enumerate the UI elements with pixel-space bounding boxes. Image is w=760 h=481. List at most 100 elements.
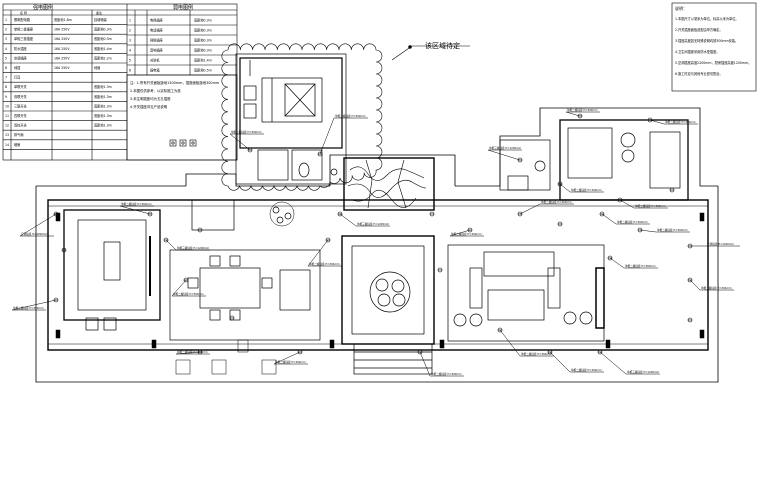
legend-left-note: 底距地1.4m — [94, 46, 112, 51]
legend-left-name: 四联开关 — [14, 113, 28, 118]
leader-label: 单相二极插座 H=300mm — [451, 232, 482, 236]
legend-right-note: 底距地0.3m — [194, 38, 212, 43]
legend-note-line: 3.未注明插座均为五孔插座 — [130, 96, 171, 101]
legend-left-num: 5 — [5, 56, 7, 60]
pending-area-cloud — [221, 43, 383, 191]
legend-col-header-note: 备注 — [96, 10, 102, 15]
general-note-line: 5.空调插座高度2200mm，厨房插座高度1200mm。 — [675, 60, 751, 65]
legend-left-name: 单相三极插座 — [14, 36, 34, 41]
legend-left-spec: 16A 250V — [54, 66, 70, 70]
legend-left-num: 12 — [5, 124, 9, 128]
legend-left-note: 底距地2.2m — [94, 55, 112, 60]
legend-table — [2, 3, 238, 161]
legend-right-name: 电话插座 — [150, 28, 164, 33]
leader-label: 单相二极插座 H=300mm — [635, 204, 666, 208]
callout-leader — [391, 45, 470, 61]
legend-right-note: 底距地1.4m — [194, 58, 212, 63]
legend-left-num: 14 — [5, 143, 9, 147]
wall-details — [48, 205, 708, 375]
leader-line — [165, 239, 177, 251]
general-notes-title: 说明： — [675, 5, 687, 11]
leader-label: 单相二极插座 H=300mm — [13, 306, 44, 310]
legend-left-name: 单相二极插座 — [14, 27, 34, 32]
right-wing — [447, 119, 689, 342]
legend-notes: 注：1.所有开关面板距地1300mm，插座面板距地300mm2.本图仅供参考，以… — [130, 80, 220, 109]
general-note-line: 3.插座高度如无特殊说明均按300mm安装。 — [675, 38, 738, 43]
leader-label: 单相三极插座 H=1200mm — [357, 222, 390, 226]
legend-left-note: 底距地1.3m — [94, 103, 112, 108]
legend-left-num: 3 — [5, 37, 7, 41]
legend-left-num: 8 — [5, 85, 7, 89]
legend-left-num: 11 — [5, 114, 9, 118]
annotation-leaders — [11, 111, 740, 377]
leader-label: 单相二极插座 H=300mm — [177, 350, 208, 354]
leader-label: 单相二极插座 H=300mm — [617, 220, 648, 224]
leader-line — [171, 279, 187, 297]
leader-label: 单相二极插座 H=300mm — [275, 360, 306, 364]
legend-symbol-icons — [169, 139, 197, 147]
leader-label: 单相二极插座 H=300mm — [625, 264, 656, 268]
legend-left-name: 地插 — [14, 65, 21, 70]
legend-right-num: 5 — [129, 59, 131, 63]
legend-left-spec: 16A 250V — [54, 56, 70, 60]
leader-line — [601, 213, 617, 225]
leader-label: 单相二极插座 H=300mm — [657, 228, 688, 232]
general-notes-box — [671, 2, 757, 92]
leader-line — [419, 351, 431, 377]
leader-label: 单相三极插座 H=1200mm — [627, 370, 660, 374]
leader-label: 单相二极插座 H=300mm — [665, 120, 696, 124]
callout-label: 该区域待定 — [425, 41, 460, 50]
legend-left-name: 防水插座 — [14, 46, 28, 51]
legend-right-name: 网络插座 — [150, 38, 164, 43]
leader-line — [639, 229, 657, 233]
legend-left-num: 7 — [5, 76, 7, 80]
legend-left-num: 13 — [5, 133, 9, 137]
legend-left-note: 底距地1.3m — [94, 113, 112, 118]
legend-left-spec: 16A 250V — [54, 47, 70, 51]
leader-line — [273, 351, 301, 365]
legend-left-title: 强电图例 — [33, 4, 53, 11]
legend-left-note: 底距地1.3m — [94, 84, 112, 89]
legend-right-num: 2 — [129, 29, 131, 33]
leader-label: 单相二极插座 H=300mm — [431, 372, 462, 376]
leader-line — [565, 111, 581, 117]
leader-line — [519, 203, 541, 215]
legend-note-line: 2.本图仅供参考，以实际施工为准 — [130, 88, 181, 93]
leader-line — [229, 133, 251, 151]
legend-left-num: 1 — [5, 18, 7, 22]
legend-left-spec: 16A 250V — [54, 28, 70, 32]
legend-left-note: 底距地1.3m — [94, 123, 112, 128]
legend-left-name: 空调插座 — [14, 55, 28, 60]
leader-line — [549, 351, 571, 373]
legend-left-num: 9 — [5, 95, 7, 99]
legend-note-line: 4.开关插座详见产品说明 — [130, 104, 168, 109]
legend-right-note: 底距地0.3m — [194, 48, 212, 53]
legend-left-note: 底距地0.3m — [94, 27, 112, 32]
leader-label: 单相二极插座 H=300mm — [521, 352, 552, 356]
leader-line — [649, 119, 665, 125]
legend-right-note: 底距地0.5m — [194, 68, 212, 73]
leader-line — [559, 183, 571, 193]
leader-line — [11, 299, 57, 311]
leader-line — [609, 257, 625, 269]
legend-right-name: 音响插座 — [150, 48, 164, 53]
leader-label: 单相二极插座 H=300mm — [701, 286, 732, 290]
leader-line — [307, 239, 329, 267]
legend-left-note: 底距地1.3m — [94, 94, 112, 99]
leader-label: 空调插座 H=2200mm — [707, 242, 734, 246]
leader-line — [449, 229, 471, 237]
leader-line — [19, 213, 57, 237]
legend-right-num: 1 — [129, 19, 131, 23]
legend-right-name: 电视插座 — [150, 18, 164, 23]
legend-left-num: 4 — [5, 47, 7, 51]
leader-line — [339, 213, 357, 227]
general-note-line: 4.卫生间插座采用防水型插座。 — [675, 49, 719, 54]
general-notes-lines: 1.本图尺寸以毫米为单位，标高以米为单位。2.开关插座面板选型由甲方确定。3.插… — [675, 16, 751, 76]
legend-left-num: 10 — [5, 104, 9, 108]
leader-label: 单相二极插座 H=300mm — [571, 368, 602, 372]
legend-left-name: 单联开关 — [14, 84, 28, 89]
legend-left-num: 6 — [5, 66, 7, 70]
annotation-labels: 空调插座 H=2200mm 单相二极插座 H=300mm 单相二极插座 H=300m… — [13, 108, 734, 376]
leader-label: 单相二极插座 H=300mm — [541, 200, 572, 204]
